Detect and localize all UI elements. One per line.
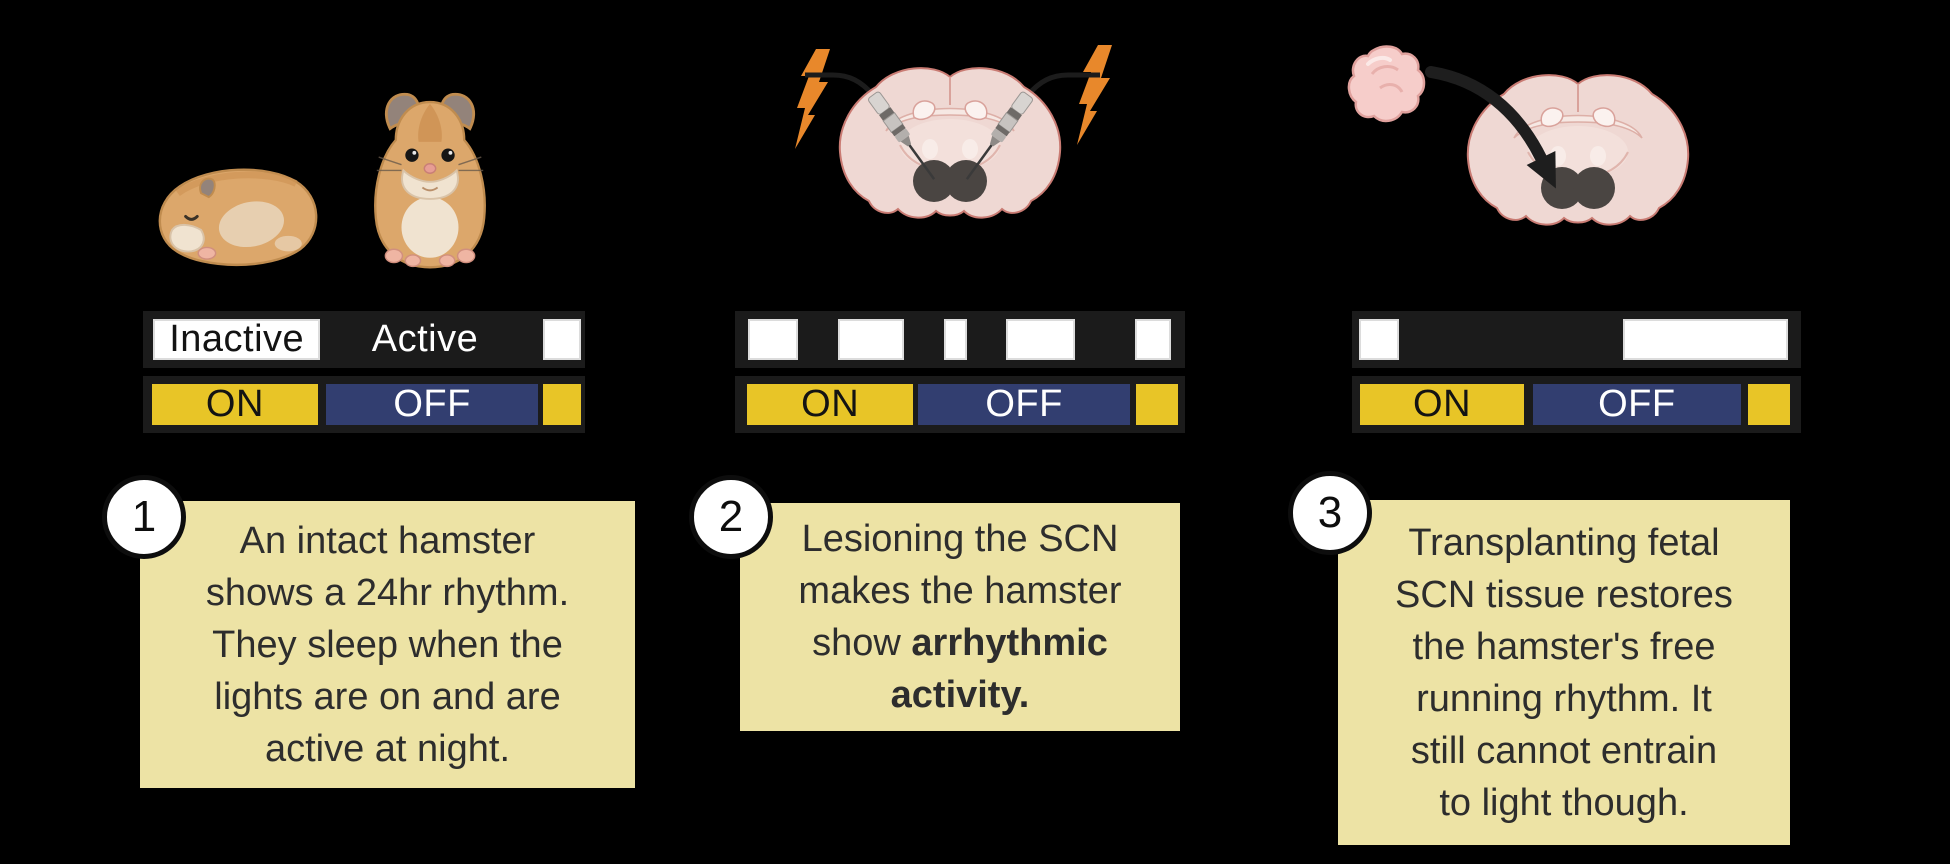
lights-on-block: ON xyxy=(747,383,914,425)
hamster-paw xyxy=(456,248,476,264)
brain-structure xyxy=(962,139,978,159)
lights-on-block xyxy=(543,383,581,425)
hamster-back-shading xyxy=(175,171,298,197)
lateral-ventricle xyxy=(1540,107,1564,128)
active-period-label: Active xyxy=(371,317,479,360)
lesion-electrode-icon xyxy=(965,91,1033,180)
activity-bar: Inactive Active xyxy=(143,311,585,368)
lights-off-block: OFF xyxy=(918,383,1131,425)
lights-off-block: OFF xyxy=(325,383,539,425)
hamster-chest xyxy=(401,197,459,258)
activity-block xyxy=(1359,318,1400,360)
caption-run: An intact hamster shows a 24hr rhythm. T… xyxy=(205,519,570,770)
hamster-flank xyxy=(218,201,285,248)
lights-on-block xyxy=(1748,383,1791,425)
fetal-scn-tissue-illustration xyxy=(1347,45,1426,123)
scn-nucleus xyxy=(1573,167,1615,209)
hamster-muzzle xyxy=(401,168,459,200)
transplant-arrow-icon xyxy=(1425,66,1556,189)
caption-box: Transplanting fetal SCN tissue restores … xyxy=(1338,500,1790,845)
tissue-fold xyxy=(1379,83,1404,93)
lateral-ventricle xyxy=(964,100,988,121)
scn-lesion-illustration xyxy=(795,45,1112,219)
lateral-ventricle xyxy=(1592,107,1616,128)
hamster-rear-highlight xyxy=(274,235,302,252)
caption-text: Transplanting fetal SCN tissue restores … xyxy=(1395,517,1733,829)
closed-eye xyxy=(184,214,199,221)
hamster-ear xyxy=(199,177,216,199)
lights-on-block xyxy=(1135,383,1178,425)
activity-block xyxy=(1623,318,1788,360)
tissue-highlight xyxy=(1366,55,1392,66)
hamster-nose xyxy=(423,163,437,174)
activity-block xyxy=(748,318,798,360)
step-number-badge: 1 xyxy=(102,475,186,559)
activity-block xyxy=(1135,318,1172,360)
hamster-paw xyxy=(197,246,217,260)
eye-glint xyxy=(412,150,417,155)
caption-run: Transplanting fetal SCN tissue restores … xyxy=(1395,521,1733,824)
sleeping-hamster-illustration xyxy=(158,168,318,267)
activity-bar xyxy=(735,311,1185,368)
forehead-patch xyxy=(418,103,442,142)
awake-hamster-illustration xyxy=(374,92,486,269)
scn-nucleus xyxy=(913,160,955,202)
thalamus-region xyxy=(900,119,1000,171)
lightning-bolt-icon xyxy=(1077,45,1112,145)
lesion-electrode-icon xyxy=(868,91,936,180)
caption-text: Lesioning the SCN makes the hamster show… xyxy=(798,513,1121,721)
inactive-period-block xyxy=(543,318,581,360)
hamster-mouth xyxy=(421,186,439,192)
inactive-period-block: Inactive xyxy=(153,318,321,360)
eye-glint xyxy=(448,150,453,155)
activity-block xyxy=(838,318,905,360)
caption-box: An intact hamster shows a 24hr rhythm. T… xyxy=(140,501,635,788)
lights-on-block: ON xyxy=(151,383,319,425)
brain-structure xyxy=(922,139,938,159)
step-number-badge: 2 xyxy=(689,475,773,559)
tissue-fold xyxy=(1370,65,1399,75)
brain-structure xyxy=(1590,146,1606,166)
caption-run: Lesioning the SCN makes the hamster show xyxy=(798,518,1122,664)
caption-box: Lesioning the SCN makes the hamster show… xyxy=(740,503,1180,731)
lights-on-block: ON xyxy=(1360,383,1524,425)
hamster-paw xyxy=(404,254,422,268)
step-number-badge: 3 xyxy=(1288,471,1372,555)
hamster-paw xyxy=(438,254,456,268)
caption-text: An intact hamster shows a 24hr rhythm. T… xyxy=(206,515,569,775)
activity-block xyxy=(943,318,967,360)
hamster-paw xyxy=(384,248,404,264)
hamster-snout xyxy=(169,223,205,253)
whiskers xyxy=(376,156,484,172)
lateral-ventricle xyxy=(912,100,936,121)
activity-bar xyxy=(1352,311,1801,368)
activity-block xyxy=(1005,318,1075,360)
lights-off-block: OFF xyxy=(1532,383,1741,425)
scn-nucleus xyxy=(945,160,987,202)
brain-coronal-section xyxy=(838,67,1062,219)
caption-bold-run: arrhythmic activity. xyxy=(890,622,1108,716)
